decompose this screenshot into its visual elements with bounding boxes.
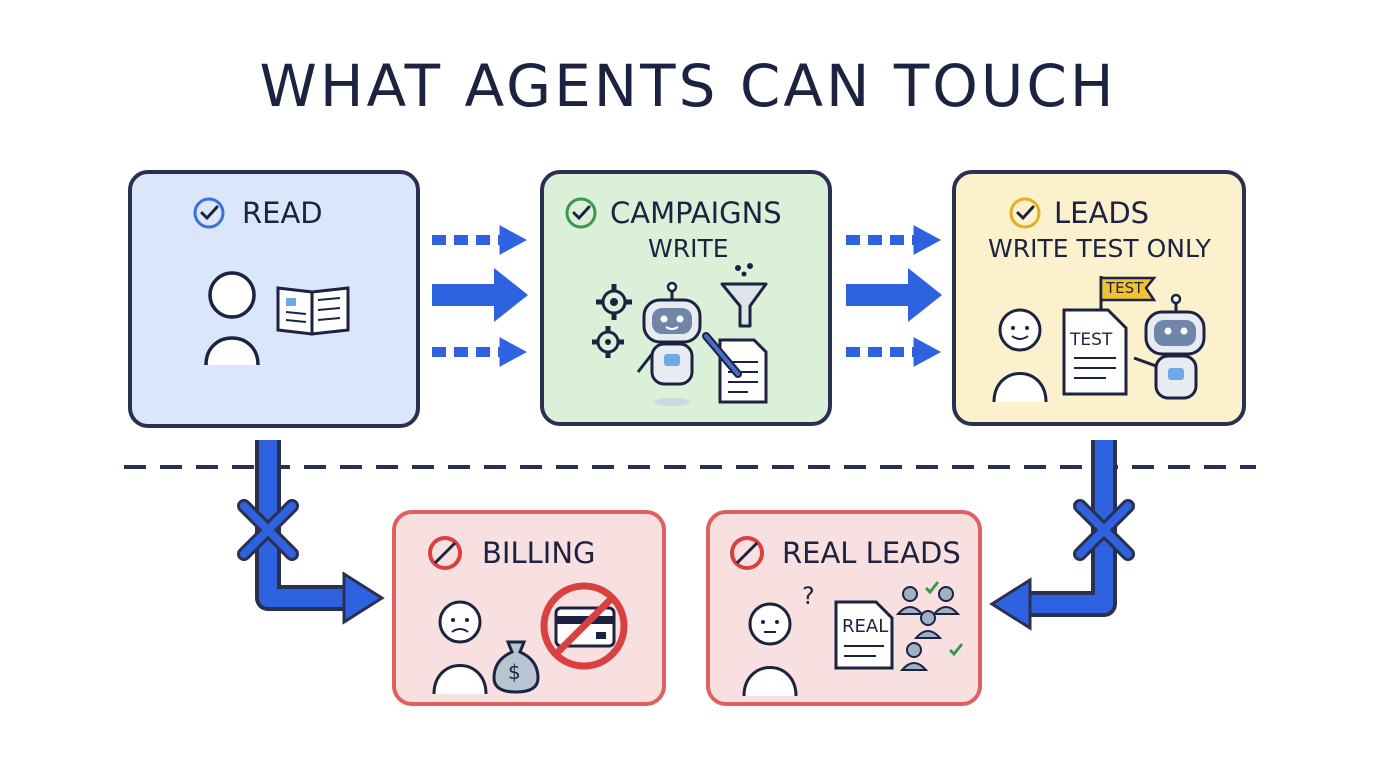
gear-icon [592,326,624,358]
check-circle-icon [193,197,225,229]
robot-icon [1133,293,1206,400]
flag-label: TEST [1106,279,1144,297]
check-circle-icon [565,197,597,229]
cross-icon [240,502,296,558]
person-icon [432,600,488,695]
arrow-campaigns-leads-bottom [846,337,942,367]
money-bag-symbol: $ [508,660,521,684]
people-group-icon [895,581,964,671]
campaigns-sub-label: WRITE [648,234,729,263]
document-icon [1062,308,1128,396]
read-label: READ [242,196,323,230]
flag-icon [1099,276,1157,314]
leads-label: LEADS [1054,196,1150,230]
leads-sub-label: WRITE TEST ONLY [988,234,1211,263]
person-icon [742,602,798,697]
arrow-read-campaigns-bottom [432,337,528,367]
arrow-read-campaigns-middle [432,268,528,322]
person-icon [992,308,1048,403]
real-leads-blocked-box: REAL LEADS ? REAL [706,510,982,706]
book-icon [276,286,350,336]
funnel-icon [720,263,768,328]
money-bag-icon [492,640,540,694]
arrow-read-campaigns-top [432,225,528,255]
no-entry-icon [428,536,462,570]
test-document-label: TEST [1070,330,1113,350]
document-icon [834,600,894,670]
arrow-campaigns-leads-middle [846,268,942,322]
billing-blocked-box: BILLING $ [392,510,666,706]
campaigns-permission-box: CAMPAIGNS WRITE [540,170,832,426]
cross-icon [1076,502,1132,558]
document-icon [702,332,768,404]
page-title: WHAT AGENTS CAN TOUCH [259,52,1117,120]
real-leads-label: REAL LEADS [782,536,961,570]
campaigns-label: CAMPAIGNS [610,196,782,230]
person-icon [204,271,260,366]
test-flag: TEST [1098,274,1158,314]
arrow-leads-real-blocked [989,440,1117,631]
arrow-campaigns-leads-top [846,225,942,255]
arrow-read-billing-blocked [255,440,385,625]
real-document-label: REAL [842,616,889,637]
read-permission-box: READ [128,170,420,428]
question-mark: ? [802,582,815,610]
no-entry-icon [730,536,764,570]
check-circle-icon [1009,197,1041,229]
leads-permission-box: LEADS WRITE TEST ONLY TEST TEST [952,170,1246,426]
robot-icon [636,281,702,406]
billing-label: BILLING [482,536,596,570]
gear-icon [596,284,632,320]
credit-card-icon [540,582,628,670]
